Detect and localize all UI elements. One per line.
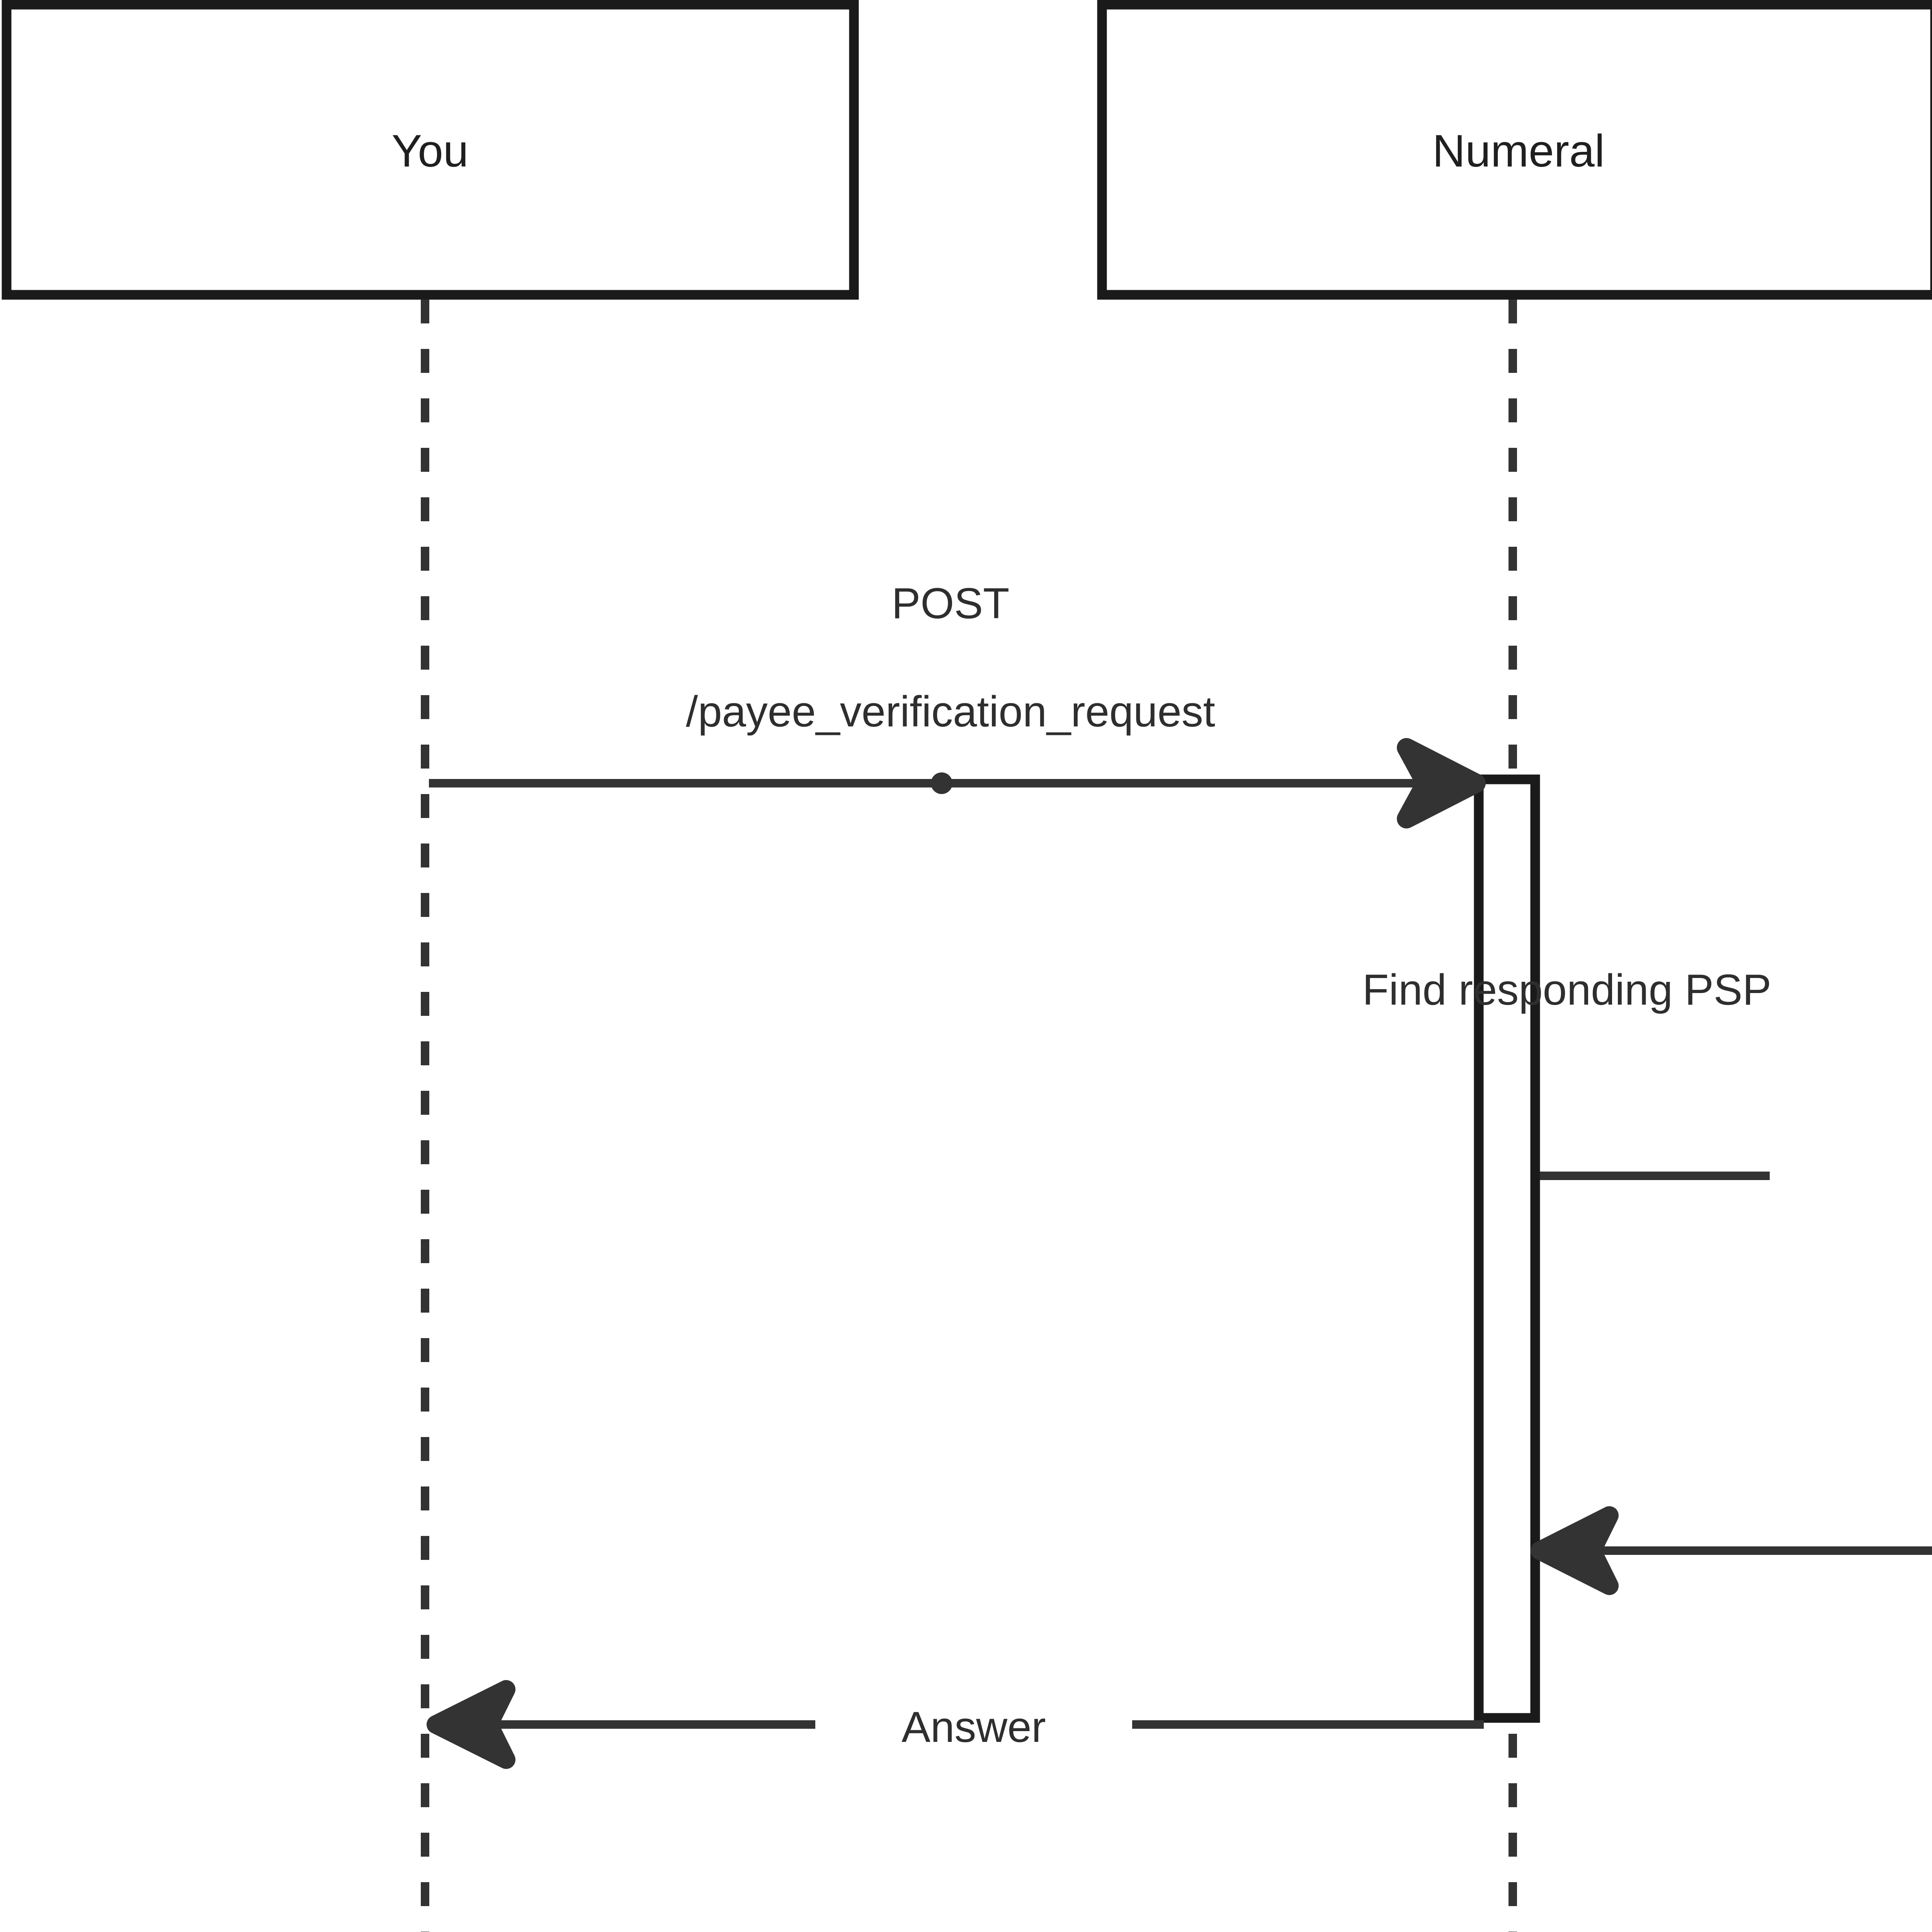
arrowhead-left-4 (1531, 1506, 1619, 1595)
activation-bar-numeral (1474, 774, 1540, 1723)
participant-box-numeral[interactable]: Numeral (1097, 0, 1932, 300)
participant-label-numeral: Numeral (1432, 126, 1605, 177)
message-answer[interactable]: Answer (427, 1680, 1484, 1769)
message-label-2: Find responding PSP (1362, 966, 1771, 1014)
participant-box-numeral-rect[interactable] (1097, 0, 1932, 300)
arrowhead-left-5 (427, 1680, 515, 1769)
participant-box-you-rect[interactable] (2, 0, 859, 300)
participant-box-you[interactable]: You (2, 0, 859, 300)
message-post-payee-verification-request[interactable]: POST /payee_verification_request (429, 579, 1486, 828)
arrowhead-right-1 (1397, 738, 1486, 828)
lifelines-group (421, 299, 1517, 1932)
message-label-5: Answer (901, 1703, 1046, 1751)
participant-label-you: You (391, 126, 468, 177)
message-find-responding-psp[interactable]: Find responding PSP (1362, 966, 1771, 1014)
message-origin-dot-1 (931, 772, 952, 794)
message-label-1-line-1: POST (892, 579, 1010, 628)
message-send-result[interactable]: Send result (1531, 1506, 1932, 1595)
message-post-vop-request[interactable]: POST /vop_request (1540, 1141, 1932, 1211)
message-label-1-line-2: /payee_verification_request (686, 687, 1215, 736)
